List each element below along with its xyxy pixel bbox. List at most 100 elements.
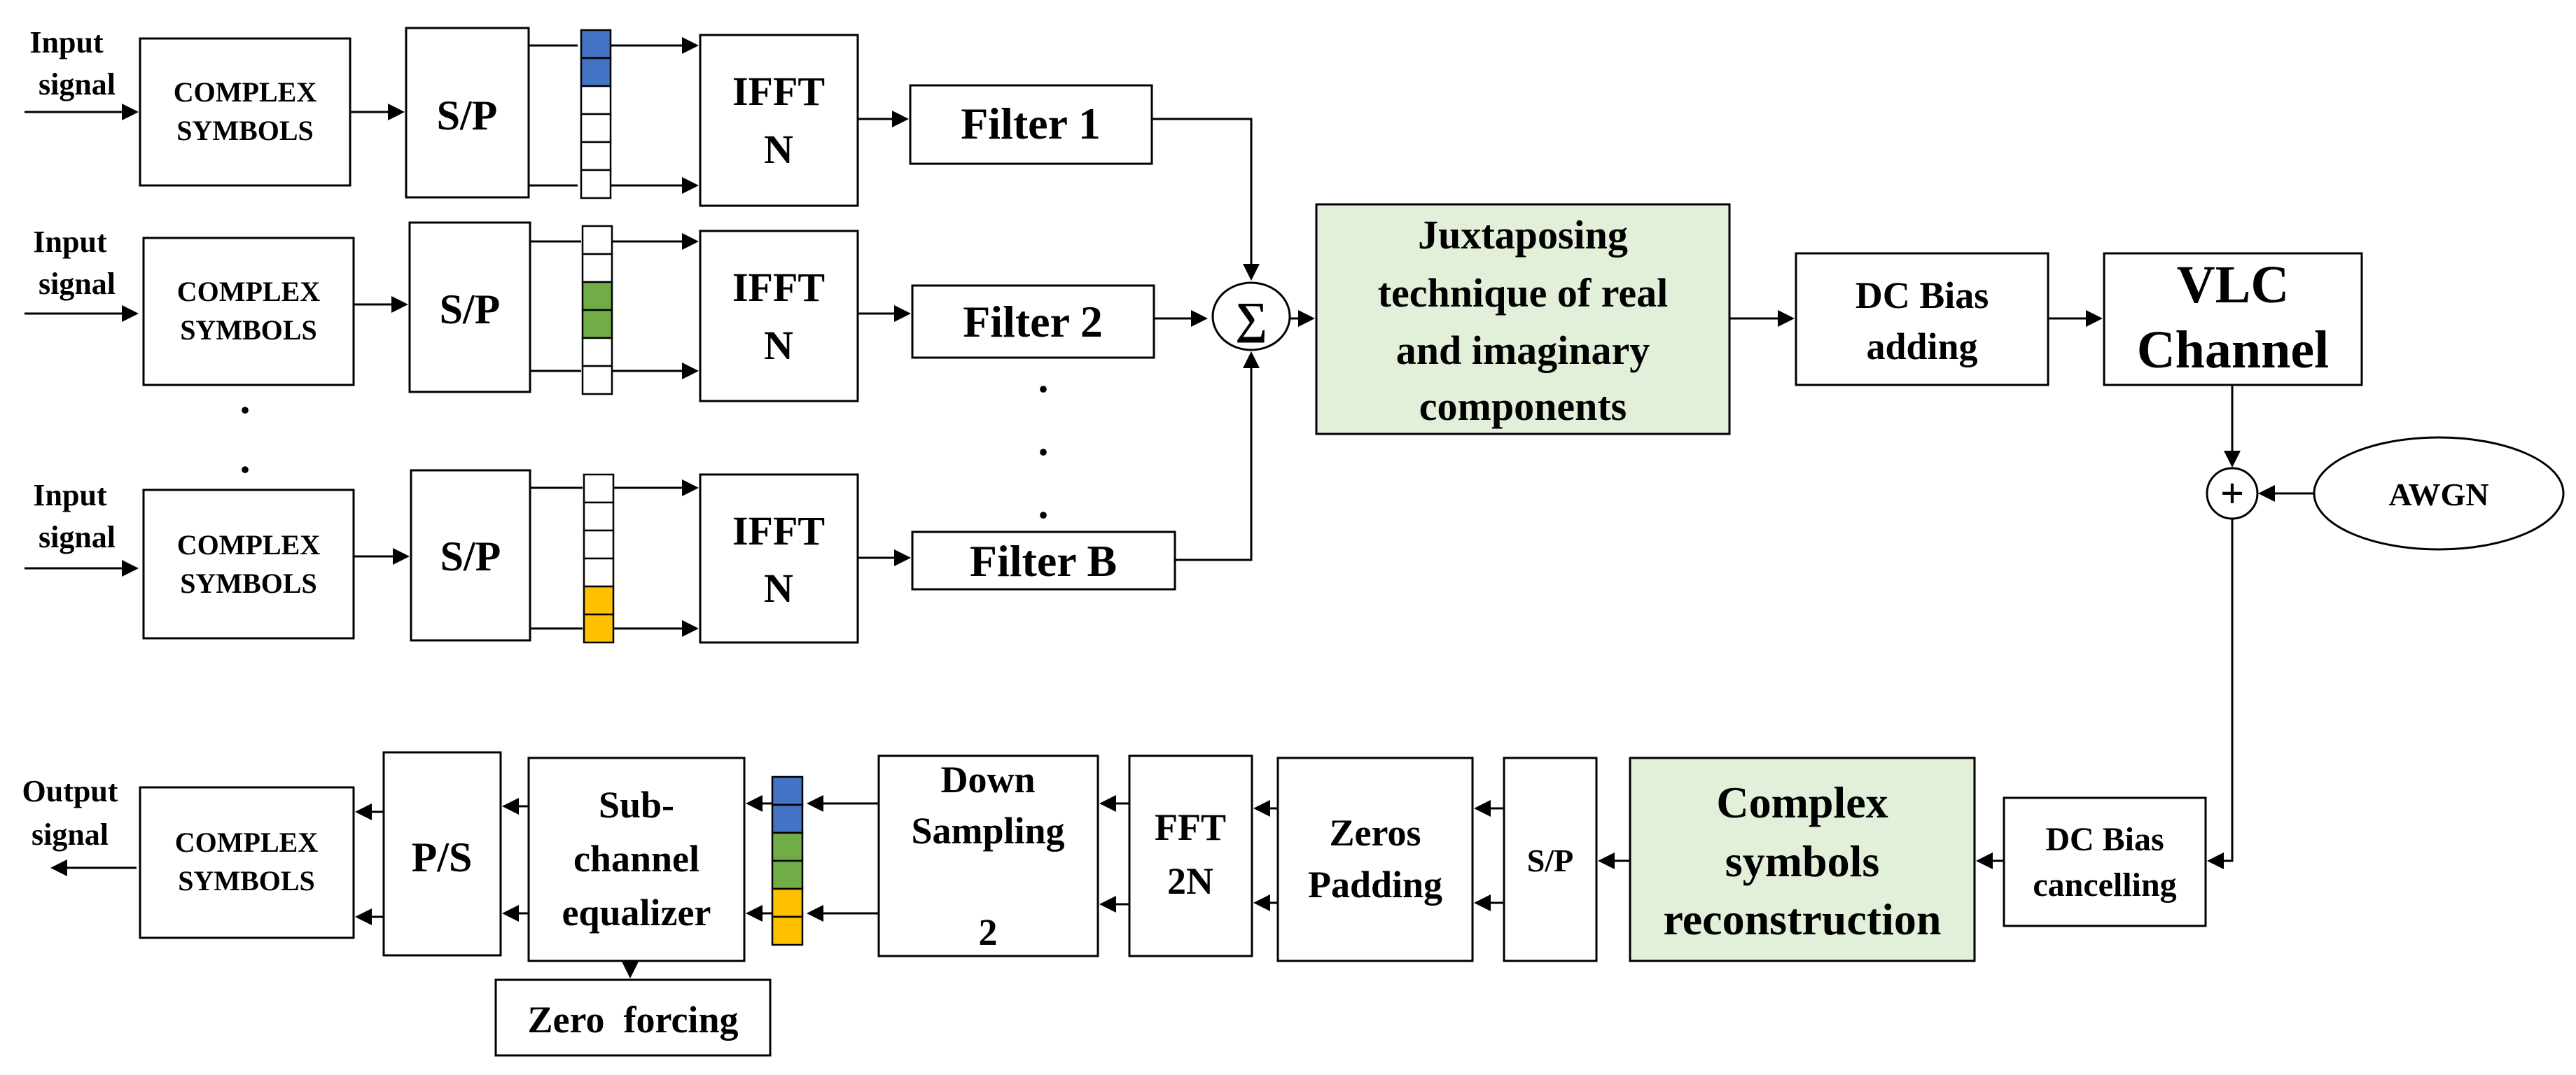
complex-symbols-block: COMPLEX SYMBOLS	[142, 489, 355, 640]
vlc-channel-block: VLC Channel	[2103, 252, 2363, 386]
sp-label: S/P	[440, 533, 501, 579]
ifft-label: IFFT	[732, 508, 825, 554]
rx-sp-block: S/P	[1503, 757, 1598, 962]
input-signal-label: Input	[33, 478, 107, 512]
tx-branch-2: Input signal COMPLEX SYMBOLS S/P IFFT	[25, 221, 1208, 402]
input-signal-label: Input	[29, 25, 104, 59]
zeros-padding-block: Zeros Padding	[1276, 757, 1474, 962]
complex-symbols-label: SYMBOLS	[178, 865, 315, 897]
rx-sp-label: S/P	[1527, 843, 1573, 878]
juxtaposing-label: components	[1419, 384, 1627, 429]
zero-forcing-label: Zero forcing	[528, 999, 739, 1041]
juxtaposing-label: and imaginary	[1396, 328, 1650, 373]
awgn-block: AWGN	[2313, 436, 2565, 551]
sp-label: S/P	[440, 286, 501, 332]
complex-symbols-block: COMPLEX SYMBOLS	[139, 37, 351, 187]
output-signal-label: signal	[32, 817, 109, 852]
complex-symbols-label: COMPLEX	[174, 76, 317, 108]
channel-to-receiver-wire	[2207, 519, 2234, 869]
equalizer-label: equalizer	[562, 892, 711, 934]
ifft-size-label: N	[764, 323, 793, 368]
ifft-label: IFFT	[732, 69, 825, 114]
equalizer-label: Sub-	[599, 784, 674, 826]
awgn-label: AWGN	[2388, 477, 2488, 512]
dc-bias-adding-label: DC Bias	[1856, 274, 1989, 316]
ps-label: P/S	[412, 834, 473, 880]
input-signal-label: Input	[33, 225, 107, 259]
down-sampling-label: Down	[940, 759, 1035, 801]
reconstruction-label: symbols	[1725, 836, 1880, 886]
ifft-size-label: N	[764, 127, 793, 172]
complex-symbols-label: COMPLEX	[175, 827, 319, 858]
complex-symbols-label: COMPLEX	[177, 276, 321, 307]
zeros-padding-label: Padding	[1308, 864, 1442, 906]
filter-block: Filter 1	[909, 84, 1153, 165]
juxtaposing-block: Juxtaposing technique of real and imagin…	[1315, 203, 1731, 435]
branch-ellipsis: . . . . .	[240, 355, 1049, 527]
subcarrier-buffer	[581, 225, 613, 395]
sum-symbol: ∑	[1235, 293, 1267, 343]
fft-size-label: 2N	[1167, 860, 1213, 902]
rx-complex-symbols-block: COMPLEX SYMBOLS	[139, 786, 355, 939]
zero-forcing-block: Zero forcing	[494, 978, 772, 1057]
dc-bias-cancelling-block: DC Bias cancelling	[2003, 796, 2207, 927]
vlc-channel-label: Channel	[2137, 321, 2330, 379]
complex-symbols-block: COMPLEX SYMBOLS	[142, 237, 355, 386]
sp-block: S/P	[405, 27, 530, 199]
input-signal-label: signal	[39, 67, 116, 101]
sp-block: S/P	[410, 469, 531, 642]
juxtaposing-label: technique of real	[1378, 270, 1669, 316]
ifft-block: IFFT N	[699, 473, 859, 644]
ellipsis-dot: .	[1038, 418, 1049, 464]
filter-label: Filter B	[970, 536, 1117, 586]
down-sampling-block: Down Sampling 2	[877, 754, 1099, 957]
zeros-padding-label: Zeros	[1330, 812, 1421, 854]
reconstruction-label: Complex	[1716, 778, 1888, 827]
sp-label: S/P	[437, 92, 498, 139]
juxtaposing-box	[1315, 203, 1731, 435]
dc-bias-adding-label: adding	[1866, 325, 1977, 367]
fft-label: FFT	[1155, 806, 1226, 848]
fft-block: FFT 2N	[1128, 754, 1253, 957]
rx-subcarrier-buffer	[771, 775, 804, 946]
complex-symbols-label: SYMBOLS	[180, 568, 317, 599]
plus-symbol: +	[2220, 470, 2244, 517]
dc-bias-cancelling-label: cancelling	[2033, 866, 2176, 904]
complex-symbols-label: SYMBOLS	[176, 115, 314, 146]
dc-bias-cancelling-label: DC Bias	[2045, 821, 2164, 858]
vlc-channel-label: VLC	[2177, 255, 2289, 314]
complex-symbols-label: COMPLEX	[177, 529, 321, 561]
ps-block: P/S	[382, 751, 502, 957]
ifft-block: IFFT N	[699, 34, 859, 207]
filter-label: Filter 2	[963, 297, 1103, 346]
equalizer-block: Sub- channel equalizer	[527, 757, 746, 962]
reconstruction-label: reconstruction	[1664, 894, 1942, 944]
sp-block: S/P	[408, 221, 531, 393]
ellipsis-dot: .	[1038, 481, 1049, 527]
tx-branch-1: Input signal COMPLEX SYMBOLS S/P IFFT	[25, 25, 1260, 281]
down-sampling-factor: 2	[979, 911, 998, 953]
reconstruction-block: Complex symbols reconstruction	[1629, 757, 1976, 962]
dc-bias-adding-block: DC Bias adding	[1795, 252, 2049, 386]
filter-to-sum-wire	[1175, 351, 1260, 561]
filter-block: Filter 2	[911, 284, 1155, 359]
adder-node: +	[2206, 467, 2259, 520]
ifft-size-label: N	[764, 565, 793, 611]
subcarrier-buffer	[583, 473, 615, 644]
filter-block: Filter B	[911, 531, 1176, 591]
subcarrier-buffer	[580, 29, 612, 199]
reconstruction-box	[1629, 757, 1976, 962]
ellipsis-dot: .	[1038, 355, 1049, 401]
ifft-block: IFFT N	[699, 230, 859, 402]
ellipsis-dot: .	[240, 376, 251, 422]
juxtaposing-label: Juxtaposing	[1418, 212, 1628, 258]
filter-to-sum-wire	[1152, 118, 1260, 281]
input-signal-label: signal	[39, 267, 116, 301]
ifft-label: IFFT	[732, 265, 825, 310]
ellipsis-dot: .	[240, 435, 251, 482]
input-signal-label: signal	[39, 520, 116, 554]
filter-label: Filter 1	[961, 99, 1101, 148]
sum-node: ∑	[1211, 281, 1291, 351]
output-signal-label: Output	[22, 774, 118, 808]
